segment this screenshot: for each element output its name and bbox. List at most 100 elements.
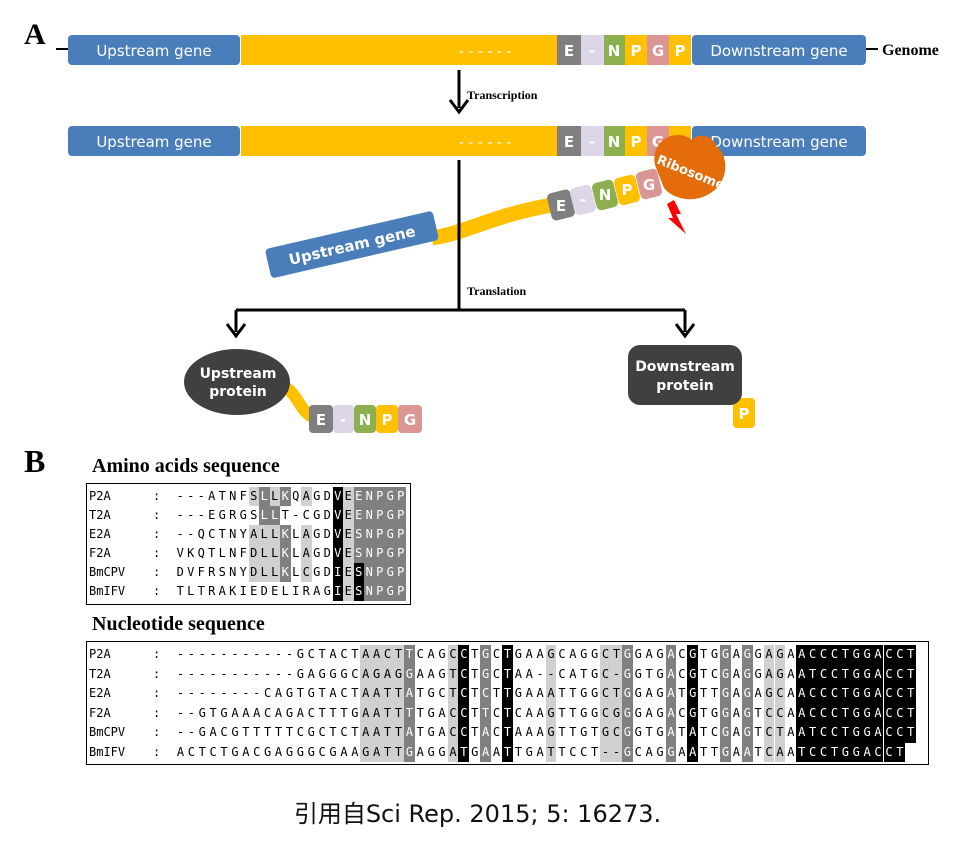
- cleavage-arrow: [667, 200, 686, 234]
- sequence-name: BmIFV: [89, 584, 126, 598]
- peptide-dash-letter: -: [589, 42, 595, 60]
- sequence-name: F2A: [89, 546, 111, 560]
- nascent-P: [614, 174, 640, 206]
- nascent-peptide: Upstream gene E - N P G: [265, 168, 662, 278]
- genome-construct: Upstream gene - - - - - - E - N P G P Do…: [56, 35, 939, 65]
- nascent-residues: E - N P G: [547, 168, 662, 221]
- linker-dashes: - - - - - -: [459, 44, 512, 60]
- upstream-protein-label-2: protein: [209, 384, 267, 400]
- peptide-dash: [581, 35, 604, 65]
- peptide-E-letter: E: [564, 42, 574, 60]
- translation-label: Translation: [467, 284, 526, 298]
- transcription-arrow: [448, 70, 470, 115]
- ribosome: Ribosome: [654, 134, 727, 200]
- amino-acids-title: Amino acids sequence: [92, 455, 280, 477]
- nascent-E: [547, 189, 575, 221]
- nascent-P-letter: P: [622, 181, 633, 199]
- downstream-gene-box: [692, 35, 866, 65]
- peptide-N-letter: N: [608, 42, 621, 60]
- nucleotide-title: Nucleotide sequence: [92, 613, 265, 635]
- upstream-gene-box: [68, 35, 240, 65]
- sequence-name: E2A: [89, 527, 111, 541]
- downstream-protein-product: P Downstream protein: [628, 345, 755, 428]
- sequence-name: BmIFV: [89, 744, 126, 759]
- sequence-name: T2A: [89, 666, 111, 681]
- nascent-G: [636, 168, 662, 200]
- peptide-E: [557, 35, 581, 65]
- mrna-peptide-dash: [581, 126, 604, 156]
- mrna-upstream-gene-label: Upstream gene: [96, 133, 211, 151]
- nascent-linker: [430, 197, 554, 246]
- product-N: [354, 405, 376, 433]
- mrna-peptide-N: [604, 126, 625, 156]
- upstream-gene-label: Upstream gene: [96, 42, 211, 60]
- mrna-linker-region: [241, 126, 557, 156]
- upstream-protein-blob: [184, 349, 290, 415]
- peptide-P: [625, 35, 647, 65]
- sequence-name: E2A: [89, 686, 111, 700]
- product-G: [398, 405, 422, 433]
- genome-label: Genome: [882, 42, 939, 59]
- nascent-N-letter: N: [599, 186, 612, 204]
- upstream-protein-product: Upstream protein E - N P G: [184, 349, 422, 433]
- downstream-protein-P: [733, 398, 755, 428]
- mrna-linker-dashes: - - - - - -: [459, 135, 512, 151]
- panel-a-label: A: [24, 18, 46, 51]
- panel-b-label: B: [24, 443, 46, 479]
- sequence-name: BmCPV: [89, 565, 126, 579]
- peptide-N: [604, 35, 625, 65]
- sequence-name: T2A: [89, 508, 111, 522]
- sequence-name: P2A: [89, 489, 111, 503]
- product-P-letter: P: [382, 411, 393, 429]
- ribosome-shape: [654, 134, 726, 200]
- downstream-protein-box: [628, 345, 742, 405]
- translation-arrow: [225, 160, 696, 339]
- peptide-P2-letter: P: [675, 42, 686, 60]
- nascent-upstream-gene: Upstream gene: [265, 211, 439, 278]
- peptide-G-letter: G: [652, 42, 664, 60]
- downstream-gene-label: Downstream gene: [710, 42, 847, 60]
- peptide-G: [647, 35, 669, 65]
- peptide-P2: [669, 35, 691, 65]
- downstream-protein-label-1: Downstream: [635, 359, 735, 375]
- mrna-E-letter: E: [564, 133, 574, 151]
- product-N-letter: N: [359, 411, 372, 429]
- mrna-upstream-gene-box: [68, 126, 240, 156]
- product-dash: [333, 405, 354, 433]
- product-E: [309, 405, 333, 433]
- peptide-P-letter: P: [631, 42, 642, 60]
- upstream-protein-label-1: Upstream: [200, 366, 277, 382]
- downstream-protein-P-letter: P: [739, 405, 750, 423]
- sequence-name: BmCPV: [89, 725, 126, 739]
- transcription-label: Transcription: [467, 88, 538, 102]
- product-G-letter: G: [404, 411, 416, 429]
- mrna-downstream-gene-box: [692, 126, 866, 156]
- linker-region: [241, 35, 557, 65]
- mrna-peptide-P: [625, 126, 647, 156]
- citation: 引用自Sci Rep. 2015; 5: 16273.: [293, 800, 662, 828]
- nascent-N: [592, 179, 618, 211]
- mrna-downstream-gene-label: Downstream gene: [710, 133, 847, 151]
- product-E-letter: E: [316, 411, 326, 429]
- mrna-P-letter: P: [631, 133, 642, 151]
- nascent-G-letter: G: [643, 176, 655, 194]
- downstream-protein-label-2: protein: [656, 378, 714, 394]
- mrna-construct: Upstream gene - - - - - - E - N P G P Do…: [68, 126, 866, 156]
- product-P: [376, 405, 398, 433]
- product-dash-letter: -: [340, 411, 346, 429]
- mrna-peptide-E: [557, 126, 581, 156]
- panel-a-diagram: A Upstream gene - - - - - - E - N P G P …: [24, 18, 939, 433]
